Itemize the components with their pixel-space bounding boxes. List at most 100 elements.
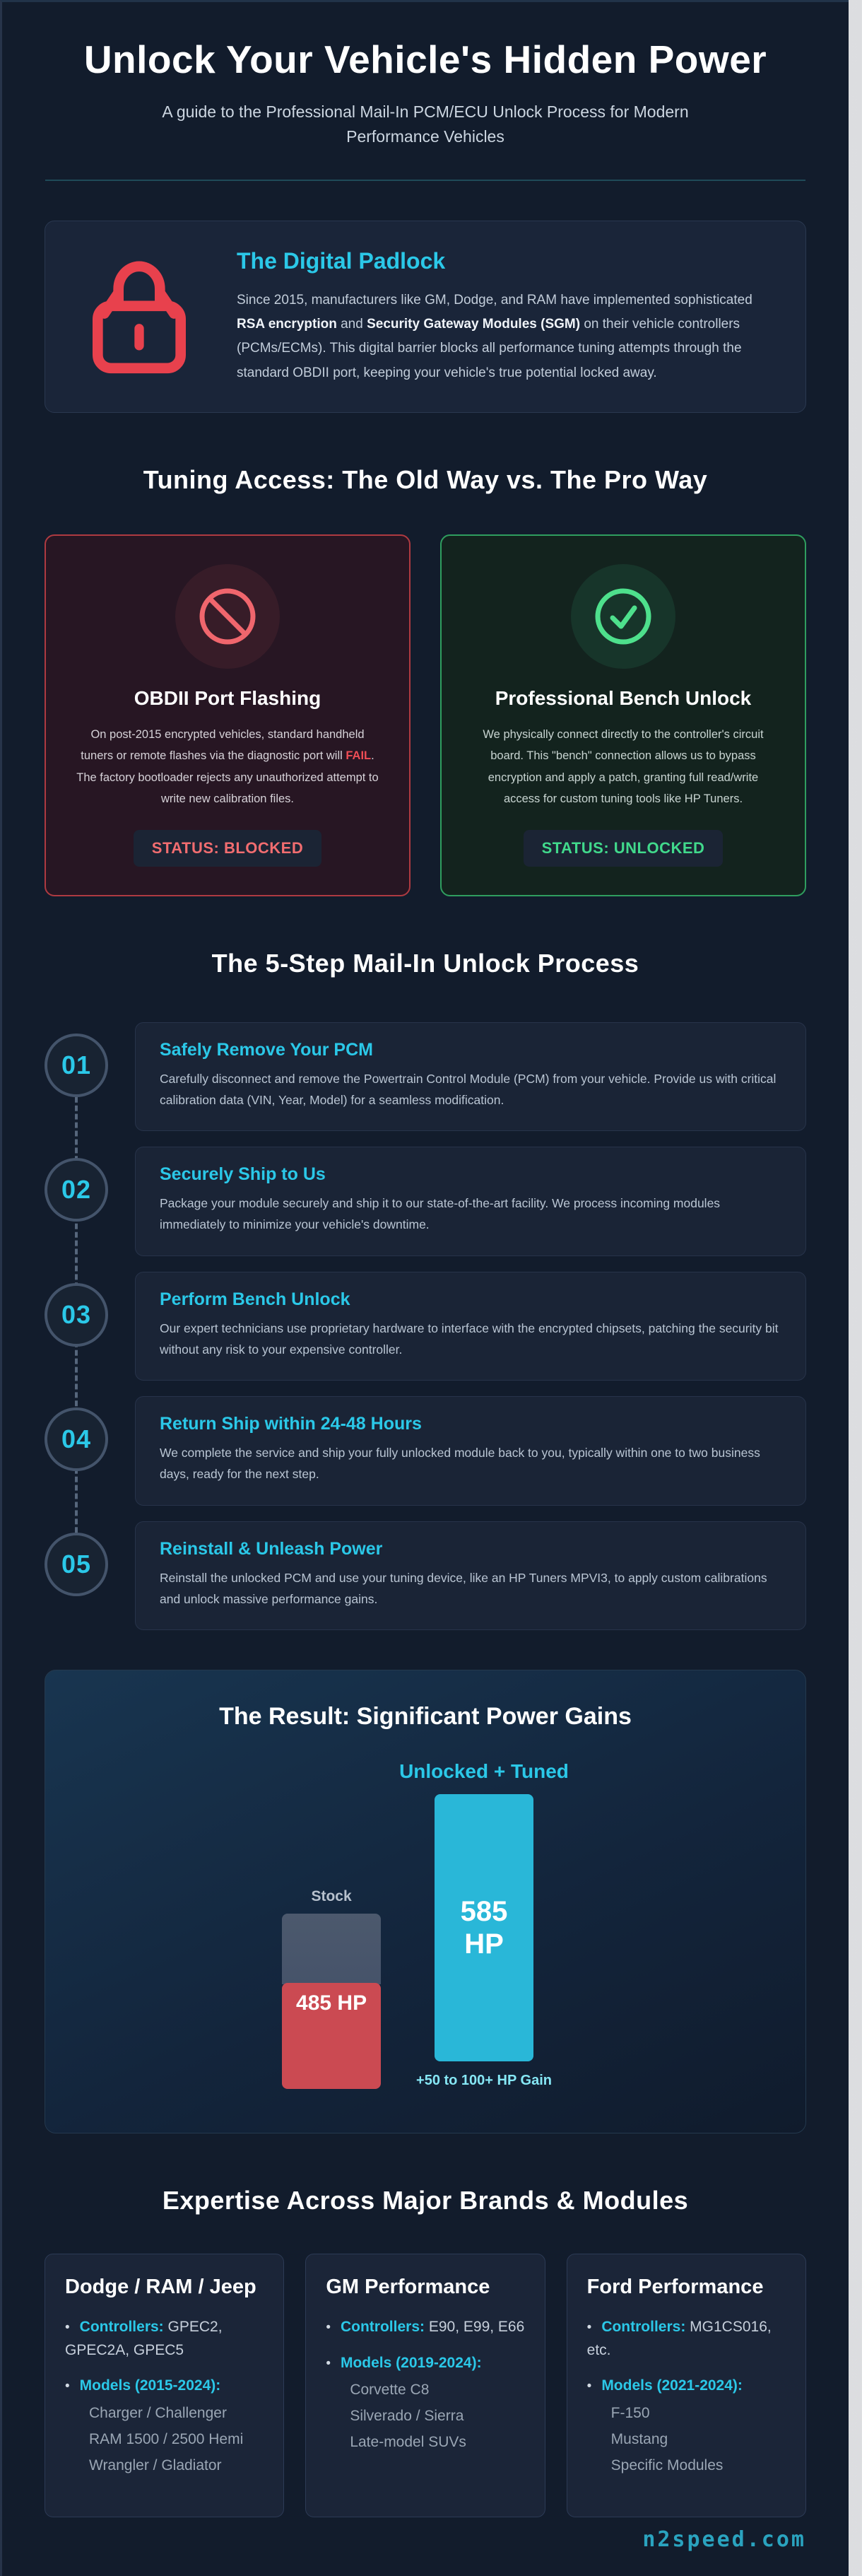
- controllers-value: E90, E99, E66: [428, 2319, 525, 2336]
- step-row-1: 01 Safely Remove Your PCM Carefully disc…: [45, 1021, 806, 1132]
- no-entry-icon: [175, 563, 280, 669]
- padlock-bold-1: RSA encryption: [237, 317, 337, 332]
- step-title-5: Reinstall & Unleash Power: [160, 1538, 383, 1559]
- header-divider: [45, 180, 805, 182]
- page-subtitle: A guide to the Professional Mail-In PCM/…: [162, 102, 689, 146]
- brand-controllers-ford: Controllers: MG1CS016, etc.: [587, 2316, 786, 2362]
- step-title-3: Perform Bench Unlock: [160, 1289, 350, 1309]
- brand-title-gm: GM Performance: [326, 2276, 490, 2299]
- brand-controllers-dodge: Controllers: GPEC2, GPEC2A, GPEC5: [65, 2316, 264, 2362]
- step-card-3: Perform Bench Unlock Our expert technici…: [135, 1271, 806, 1381]
- step-title-1: Safely Remove Your PCM: [160, 1039, 373, 1060]
- brand-card-dodge: Dodge / RAM / Jeep Controllers: GPEC2, G…: [45, 2254, 285, 2518]
- tuned-label: Unlocked + Tuned: [399, 1760, 569, 1783]
- brand-models-ford: Models (2021-2024): F-150 Mustang Specif…: [587, 2375, 786, 2478]
- model-list: F-150 Mustang Specific Modules: [587, 2401, 786, 2478]
- model-item: Wrangler / Gladiator: [89, 2457, 222, 2473]
- status-badge-blocked: STATUS: BLOCKED: [133, 829, 322, 867]
- bench-unlock-card: Professional Bench Unlock We physically …: [440, 534, 806, 896]
- unlocked-card-body: We physically connect directly to the co…: [483, 727, 764, 806]
- step-body-3: Our expert technicians use proprietary h…: [160, 1321, 779, 1357]
- step-card-2: Securely Ship to Us Package your module …: [135, 1147, 806, 1256]
- status-badge-unlocked: STATUS: UNLOCKED: [523, 829, 724, 867]
- step-number-3: 03: [45, 1282, 108, 1347]
- brand-grid: Dodge / RAM / Jeep Controllers: GPEC2, G…: [45, 2254, 806, 2518]
- unlocked-card-title: Professional Bench Unlock: [495, 686, 752, 709]
- comparison-grid: OBDII Port Flashing On post-2015 encrypt…: [45, 534, 806, 896]
- step-card-4: Return Ship within 24-48 Hours We comple…: [135, 1396, 806, 1506]
- comparison-heading: Tuning Access: The Old Way vs. The Pro W…: [143, 464, 708, 494]
- tuned-hp-bar: 585 HP: [434, 1794, 533, 2062]
- brand-title-ford: Ford Performance: [586, 2276, 764, 2299]
- models-label: Models (2015-2024):: [79, 2377, 221, 2394]
- padlock-body: Since 2015, manufacturers like GM, Dodge…: [237, 288, 770, 385]
- models-label: Models (2019-2024):: [340, 2354, 482, 2371]
- controllers-label: Controllers:: [601, 2319, 686, 2336]
- model-item: Charger / Challenger: [89, 2405, 227, 2422]
- step-number-2: 02: [45, 1158, 108, 1222]
- check-circle-icon: [571, 563, 675, 669]
- model-item: RAM 1500 / 2500 Hemi: [89, 2430, 244, 2447]
- padlock-bold-2: Security Gateway Modules (SGM): [367, 317, 581, 332]
- digital-padlock-card: The Digital Padlock Since 2015, manufact…: [45, 221, 806, 413]
- power-gains-card: The Result: Significant Power Gains Stoc…: [45, 1670, 806, 2134]
- process-heading: The 5-Step Mail-In Unlock Process: [211, 948, 639, 978]
- process-steps: 01 Safely Remove Your PCM Carefully disc…: [45, 1021, 806, 1631]
- brand-title-dodge: Dodge / RAM / Jeep: [65, 2276, 256, 2299]
- tuned-hp-value: 585 HP: [460, 1896, 508, 1960]
- brand-models-dodge: Models (2015-2024): Charger / Challenger…: [65, 2375, 264, 2478]
- fail-word: FAIL: [346, 749, 372, 763]
- model-item: Corvette C8: [350, 2382, 430, 2399]
- padlock-text: The Digital Padlock Since 2015, manufact…: [237, 248, 770, 385]
- padlock-icon: [81, 251, 197, 382]
- site-brand: n2speed.com: [642, 2527, 806, 2553]
- brands-heading: Expertise Across Major Brands & Modules: [162, 2186, 689, 2215]
- step-row-2: 02 Securely Ship to Us Package your modu…: [45, 1147, 806, 1256]
- controllers-value: MG1CS016, etc.: [586, 2319, 772, 2358]
- padlock-body-1: Since 2015, manufacturers like GM, Dodge…: [237, 293, 752, 308]
- hp-gain-note: +50 to 100+ HP Gain: [416, 2073, 552, 2089]
- step-number-5: 05: [45, 1532, 108, 1596]
- step-body-4: We complete the service and ship your fu…: [160, 1446, 760, 1482]
- padlock-body-2: and: [336, 317, 367, 332]
- model-item: F-150: [610, 2405, 650, 2422]
- blocked-body-2: . The factory bootloader rejects any una…: [76, 749, 379, 806]
- stock-label: Stock: [311, 1888, 352, 1905]
- blocked-card-title: OBDII Port Flashing: [134, 686, 321, 709]
- results-heading: The Result: Significant Power Gains: [219, 1703, 632, 1731]
- controllers-label: Controllers:: [340, 2319, 425, 2336]
- model-item: Silverado / Sierra: [350, 2408, 464, 2425]
- hp-bar-chart: Stock 485 HP Unlocked + Tuned 585 HP +50…: [88, 1760, 763, 2090]
- blocked-card-body: On post-2015 encrypted vehicles, standar…: [76, 724, 379, 810]
- controllers-value: GPEC2, GPEC2A, GPEC5: [65, 2319, 223, 2358]
- model-item: Mustang: [610, 2430, 668, 2447]
- footer: n2speed.com: [45, 2527, 806, 2552]
- model-list: Charger / Challenger RAM 1500 / 2500 Hem…: [65, 2401, 264, 2478]
- step-card-5: Reinstall & Unleash Power Reinstall the …: [135, 1521, 806, 1631]
- step-row-5: 05 Reinstall & Unleash Power Reinstall t…: [45, 1521, 806, 1631]
- padlock-title: The Digital Padlock: [237, 248, 446, 274]
- brand-card-gm: GM Performance Controllers: E90, E99, E6…: [305, 2254, 545, 2518]
- step-row-3: 03 Perform Bench Unlock Our expert techn…: [45, 1271, 806, 1381]
- step-body-5: Reinstall the unlocked PCM and use your …: [160, 1570, 767, 1606]
- controllers-label: Controllers:: [79, 2319, 164, 2336]
- step-title-2: Securely Ship to Us: [160, 1164, 326, 1185]
- step-number-1: 01: [45, 1033, 108, 1097]
- stock-hp-bar: 485 HP: [282, 1983, 382, 2090]
- blocked-body-1: On post-2015 encrypted vehicles, standar…: [81, 727, 365, 763]
- model-item: Late-model SUVs: [350, 2433, 466, 2450]
- brand-controllers-gm: Controllers: E90, E99, E66: [326, 2316, 524, 2339]
- step-title-4: Return Ship within 24-48 Hours: [160, 1414, 422, 1434]
- tuned-column: Unlocked + Tuned 585 HP +50 to 100+ HP G…: [399, 1760, 569, 2089]
- stock-locked-potential-bar: [282, 1914, 382, 1985]
- step-card-1: Safely Remove Your PCM Carefully disconn…: [135, 1021, 806, 1132]
- padlock-body-3: on their vehicle controllers (PCMs/ECMs)…: [237, 317, 742, 380]
- models-label: Models (2021-2024):: [601, 2377, 743, 2394]
- model-item: Specific Modules: [610, 2457, 724, 2473]
- obdii-flashing-card: OBDII Port Flashing On post-2015 encrypt…: [45, 534, 411, 896]
- step-body-2: Package your module securely and ship it…: [160, 1196, 721, 1232]
- page-title: Unlock Your Vehicle's Hidden Power: [83, 37, 767, 81]
- step-row-4: 04 Return Ship within 24-48 Hours We com…: [45, 1396, 806, 1506]
- model-list: Corvette C8 Silverado / Sierra Late-mode…: [326, 2377, 524, 2455]
